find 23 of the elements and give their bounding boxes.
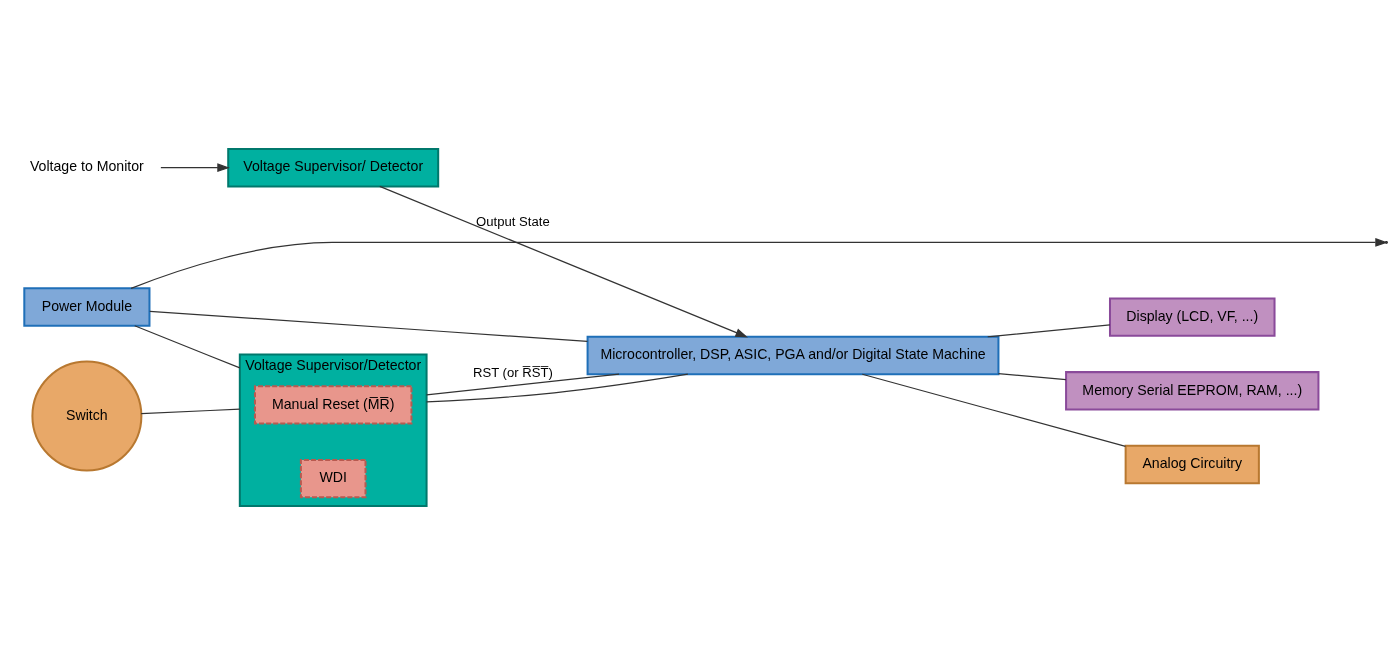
node-box: Voltage Supervisor/ Detector [227, 147, 440, 187]
arrow [130, 237, 1388, 289]
connector [425, 373, 620, 396]
node-box: Manual Reset (M̅R̅) [253, 384, 413, 425]
connector [861, 373, 1127, 447]
node-box: Analog Circuitry [1124, 444, 1260, 484]
edge-label: RST (or R̅S̅T̅) [472, 364, 553, 380]
arrow [379, 185, 748, 337]
node-box: Memory Serial EEPROM, RAM, ...) [1065, 370, 1320, 410]
connector [425, 373, 689, 403]
arrow [160, 162, 230, 172]
edge-label: Output State [476, 213, 550, 229]
node-box: Microcontroller, DSP, ASIC, PGA and/or Digital State Machine [586, 335, 1000, 375]
connector [149, 310, 589, 342]
connector [134, 324, 241, 369]
connector [997, 372, 1067, 380]
node-box: WDI [299, 458, 367, 498]
connector [140, 408, 241, 414]
connector [987, 323, 1111, 337]
node-text: Voltage to Monitor [29, 157, 144, 174]
node-box: Power Module [23, 286, 151, 327]
node-box: Display (LCD, VF, ...) [1109, 296, 1276, 337]
node-circle: Switch [31, 360, 143, 472]
